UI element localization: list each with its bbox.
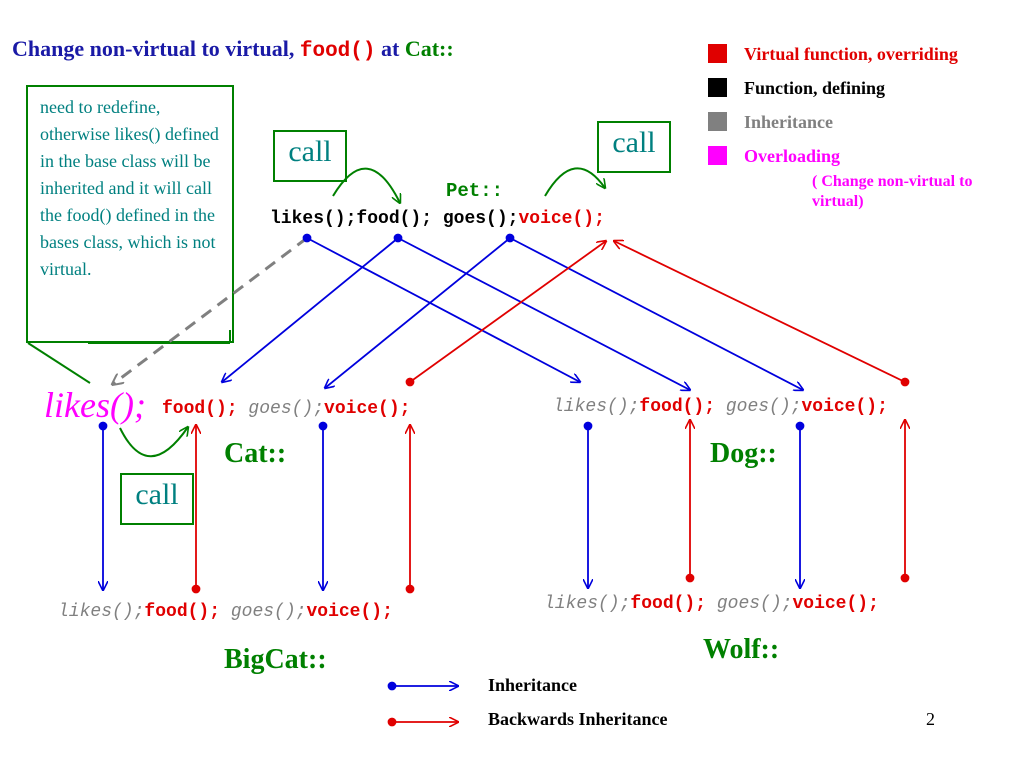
title-func: food() bbox=[299, 40, 376, 63]
call-arc-left bbox=[332, 167, 400, 203]
dog-functions: likes();food(); goes();voice(); bbox=[553, 397, 888, 417]
cat-voice: voice(); bbox=[324, 399, 411, 419]
wolf-goes: goes(); bbox=[706, 594, 793, 614]
legend-defining-label: Function, defining bbox=[744, 78, 886, 98]
bigcat-label: BigCat:: bbox=[224, 644, 327, 675]
title-prefix: Change non-virtual to virtual, bbox=[12, 36, 300, 61]
note-box: need to redefine, otherwise likes() defi… bbox=[26, 85, 234, 343]
bigcat-likes: likes(); bbox=[58, 602, 145, 622]
cat-label: Cat:: bbox=[224, 438, 287, 469]
call-arc-right bbox=[544, 167, 605, 197]
legend-square-red bbox=[708, 44, 727, 63]
page-title: Change non-virtual to virtual, food() at… bbox=[12, 36, 454, 63]
bigcat-voice: voice(); bbox=[306, 602, 393, 622]
title-mid: at bbox=[375, 36, 405, 61]
pet-backwards-lines bbox=[405, 241, 910, 387]
note-pointer bbox=[27, 330, 231, 384]
legend-square-black bbox=[708, 78, 727, 97]
call-arc-cat bbox=[119, 427, 188, 458]
dog-likes: likes(); bbox=[553, 397, 640, 417]
legend-square-gray bbox=[708, 112, 727, 131]
wolf-food: food(); bbox=[630, 594, 707, 614]
legend-virtual-label: Virtual function, overriding bbox=[744, 44, 958, 64]
legend-note: ( Change non-virtual to virtual) bbox=[812, 173, 973, 210]
wolf-functions: likes();food(); goes();voice(); bbox=[544, 594, 879, 614]
pet-voice: voice(); bbox=[518, 209, 605, 229]
legend-virtual: Virtual function, overriding bbox=[708, 44, 958, 65]
pet-food: food(); bbox=[356, 209, 443, 229]
pet-functions: likes();food(); goes();voice(); bbox=[270, 209, 605, 229]
legend-square-magenta bbox=[708, 146, 727, 165]
wolf-label: Wolf:: bbox=[703, 634, 780, 665]
call-box-left: call bbox=[273, 130, 347, 182]
cat-food: food(); bbox=[162, 399, 238, 419]
cat-bigcat-lines bbox=[100, 421, 414, 594]
bigcat-goes: goes(); bbox=[220, 602, 307, 622]
pet-goes: goes(); bbox=[442, 209, 519, 229]
page-number: 2 bbox=[926, 709, 935, 729]
legend-defining: Function, defining bbox=[708, 78, 885, 99]
legend-inheritance-label: Inheritance bbox=[744, 112, 833, 132]
cat-likes: likes(); bbox=[44, 385, 146, 425]
legend-inheritance: Inheritance bbox=[708, 112, 833, 133]
wolf-voice: voice(); bbox=[792, 594, 879, 614]
dog-label: Dog:: bbox=[710, 438, 777, 469]
bottom-legend-arrows bbox=[387, 683, 459, 726]
legend-overloading-label: Overloading bbox=[744, 146, 841, 166]
bottom-legend-backwards: Backwards Inheritance bbox=[488, 709, 668, 729]
pet-inheritance-lines bbox=[222, 233, 803, 391]
call-box-cat: call bbox=[120, 473, 194, 525]
pet-label: Pet:: bbox=[446, 180, 504, 202]
call-box-right: call bbox=[597, 121, 671, 173]
bottom-legend-inheritance: Inheritance bbox=[488, 675, 577, 695]
dog-wolf-lines bbox=[585, 420, 909, 588]
bigcat-food: food(); bbox=[144, 602, 221, 622]
dog-goes: goes(); bbox=[715, 397, 802, 417]
title-class: Cat:: bbox=[404, 36, 454, 61]
dashed-inherit-arrow bbox=[113, 236, 308, 384]
wolf-likes: likes(); bbox=[544, 594, 631, 614]
cat-goes: goes(); bbox=[237, 399, 325, 419]
dog-voice: voice(); bbox=[801, 397, 888, 417]
pet-likes: likes(); bbox=[270, 209, 357, 229]
cat-functions: food(); goes();voice(); bbox=[162, 399, 410, 419]
bigcat-functions: likes();food(); goes();voice(); bbox=[58, 602, 393, 622]
legend-overloading: Overloading bbox=[708, 146, 840, 167]
dog-food: food(); bbox=[639, 397, 716, 417]
